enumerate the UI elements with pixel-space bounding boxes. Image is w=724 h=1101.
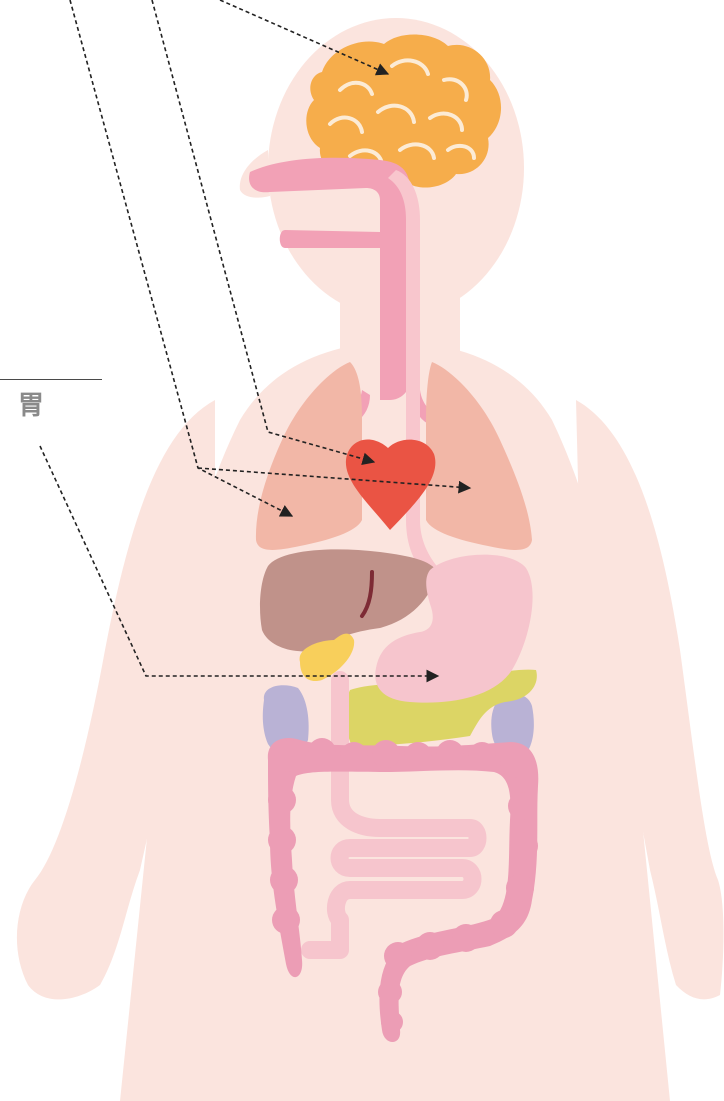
label-underline bbox=[0, 379, 102, 380]
stomach-label: 胃 bbox=[18, 393, 44, 419]
